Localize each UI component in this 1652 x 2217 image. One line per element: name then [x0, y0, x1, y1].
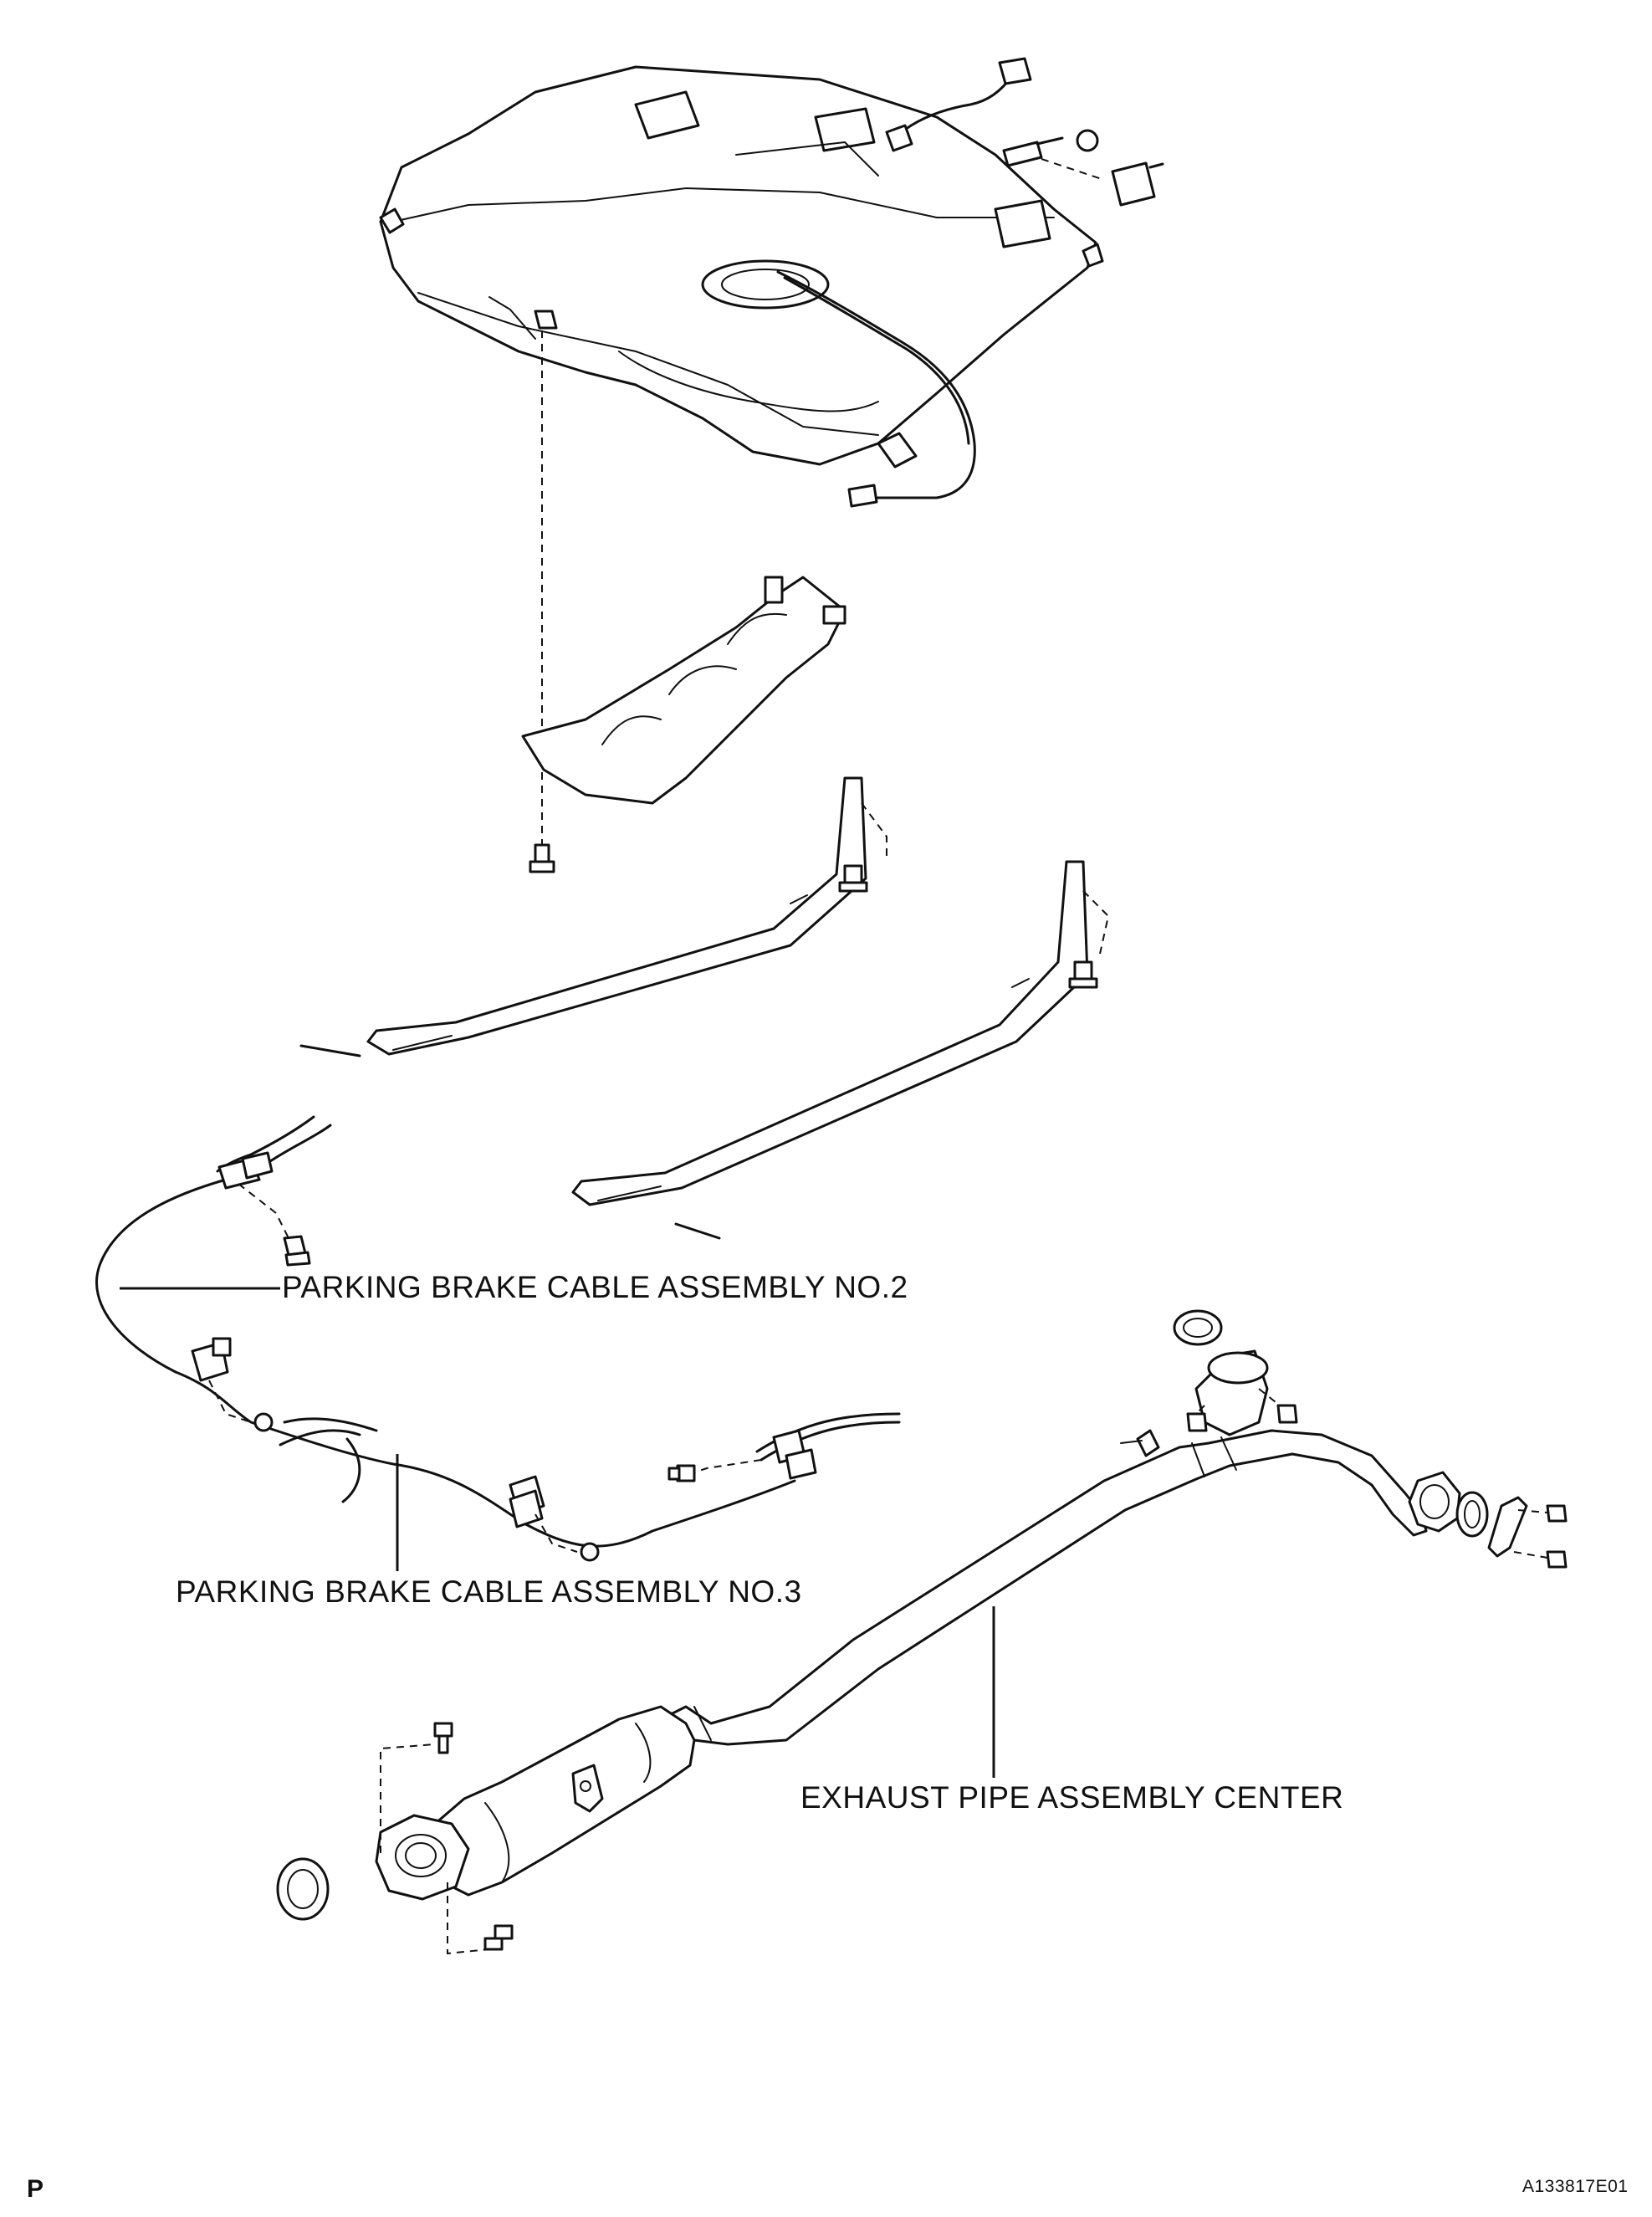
label-exhaust-pipe-assembly-center: EXHAUST PIPE ASSEMBLY CENTER — [800, 1780, 1344, 1815]
fuel-tank-band-front — [366, 776, 887, 1056]
corner-mark: P — [27, 2175, 44, 2203]
fuel-tank-hoses — [776, 57, 1164, 508]
parking-brake-cable-no2 — [95, 1115, 796, 1548]
exhaust-pipe-assembly-center — [375, 1349, 1461, 1901]
heat-insulator — [521, 576, 846, 805]
label-parking-brake-cable-no2: PARKING BRAKE CABLE ASSEMBLY NO.2 — [282, 1270, 908, 1304]
fuel-tank — [379, 65, 1104, 468]
parking-brake-cable-no3 — [279, 1412, 901, 1562]
band-pin-left — [299, 1044, 361, 1057]
exhaust-hardware — [276, 1309, 1568, 1955]
fuel-tank-band-rear — [571, 860, 1110, 1206]
tank-bolt — [529, 843, 555, 873]
band-pin-right — [674, 1222, 721, 1240]
label-parking-brake-cable-no3: PARKING BRAKE CABLE ASSEMBLY NO.3 — [176, 1574, 802, 1609]
figure-code: A133817E01 — [1522, 2177, 1629, 2196]
